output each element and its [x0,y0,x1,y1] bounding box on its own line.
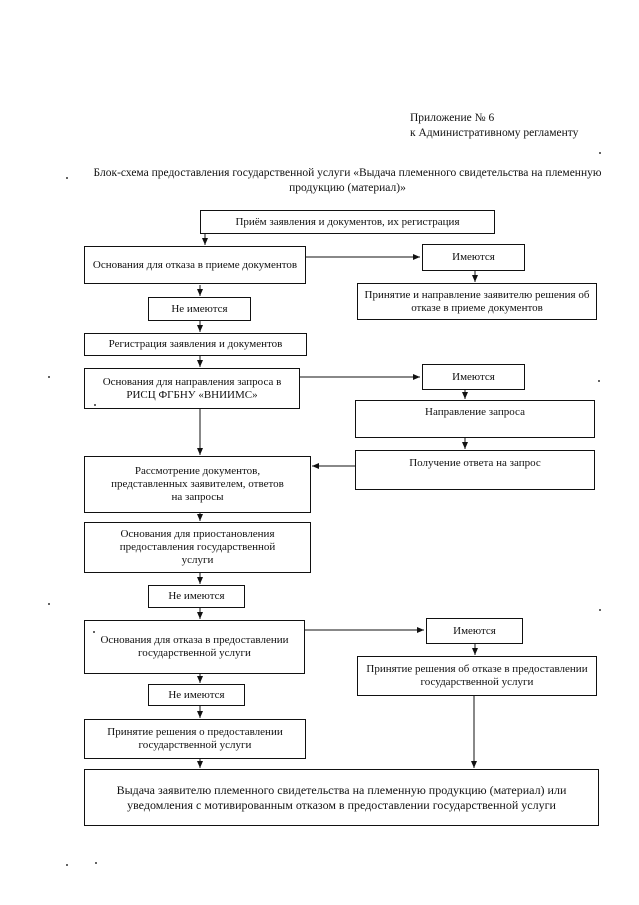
scan-speck [48,376,50,378]
scan-speck [94,404,96,406]
node-label: Регистрация заявления и документов [108,338,283,350]
node-send-request: Направление запроса [355,400,595,438]
node-label: Имеются [452,251,495,263]
scan-speck [93,631,95,633]
node-review-documents: Рассмотрение документов, представленных … [84,456,311,513]
node-refusal-grounds-service: Основания для отказа в предоставлении го… [84,620,305,674]
node-suspension-grounds: Основания для приостановления предоставл… [84,522,311,573]
node-label: Приём заявления и документов, их регистр… [235,215,460,228]
node-label: Не имеются [168,688,225,701]
node-yes-3: Имеются [426,618,523,644]
node-label: Основания для направления запроса в РИСЦ… [102,375,282,401]
node-label: Рассмотрение документов, представленных … [111,465,284,503]
node-provision-decision: Принятие решения о предоставлении госуда… [84,719,306,759]
scan-speck [599,609,601,611]
node-label: Принятие решения о предоставлении госуда… [107,726,283,751]
node-label: Получение ответа на запрос [409,457,541,469]
scan-speck [48,603,50,605]
scan-speck [66,177,68,179]
scan-speck [95,862,97,864]
appendix-line-2: к Административному регламенту [410,127,579,139]
node-label: Имеются [453,624,496,637]
node-label: Основания для отказа в приеме документов [92,258,298,271]
node-refusal-service-decision: Принятие решения об отказе в предоставле… [357,656,597,696]
node-yes-2: Имеются [422,364,525,390]
node-label: Выдача заявителю племенного свидетельств… [116,782,567,812]
appendix-header: Приложение № 6 к Административному регла… [410,111,578,141]
appendix-line-1: Приложение № 6 [410,112,495,124]
node-no-2: Не имеются [148,585,245,608]
node-no-3: Не имеются [148,684,245,706]
node-final-issuance: Выдача заявителю племенного свидетельств… [84,769,599,826]
node-label: Не имеются [171,302,228,315]
node-label: Не имеются [168,590,225,602]
scan-speck [598,380,600,382]
diagram-title: Блок-схема предоставления государственно… [93,167,602,194]
node-label: Принятие и направление заявителю решения… [364,288,590,314]
node-request-grounds: Основания для направления запроса в РИСЦ… [84,368,300,409]
node-label: Основания для приостановления предоставл… [119,528,276,566]
node-application-receipt: Приём заявления и документов, их регистр… [200,210,495,234]
scan-speck [66,864,68,866]
node-refusal-grounds-reception: Основания для отказа в приеме документов [84,246,306,284]
node-no-1: Не имеются [148,297,251,321]
node-label: Основания для отказа в предоставлении го… [100,634,289,659]
node-label: Имеются [452,370,495,383]
node-registration: Регистрация заявления и документов [84,333,307,356]
node-label: Принятие решения об отказе в предоставле… [366,663,588,688]
node-refusal-reception-decision: Принятие и направление заявителю решения… [357,283,597,320]
node-label: Направление запроса [425,406,525,418]
scan-speck [599,152,601,154]
node-receive-response: Получение ответа на запрос [355,450,595,490]
node-yes-1: Имеются [422,244,525,271]
